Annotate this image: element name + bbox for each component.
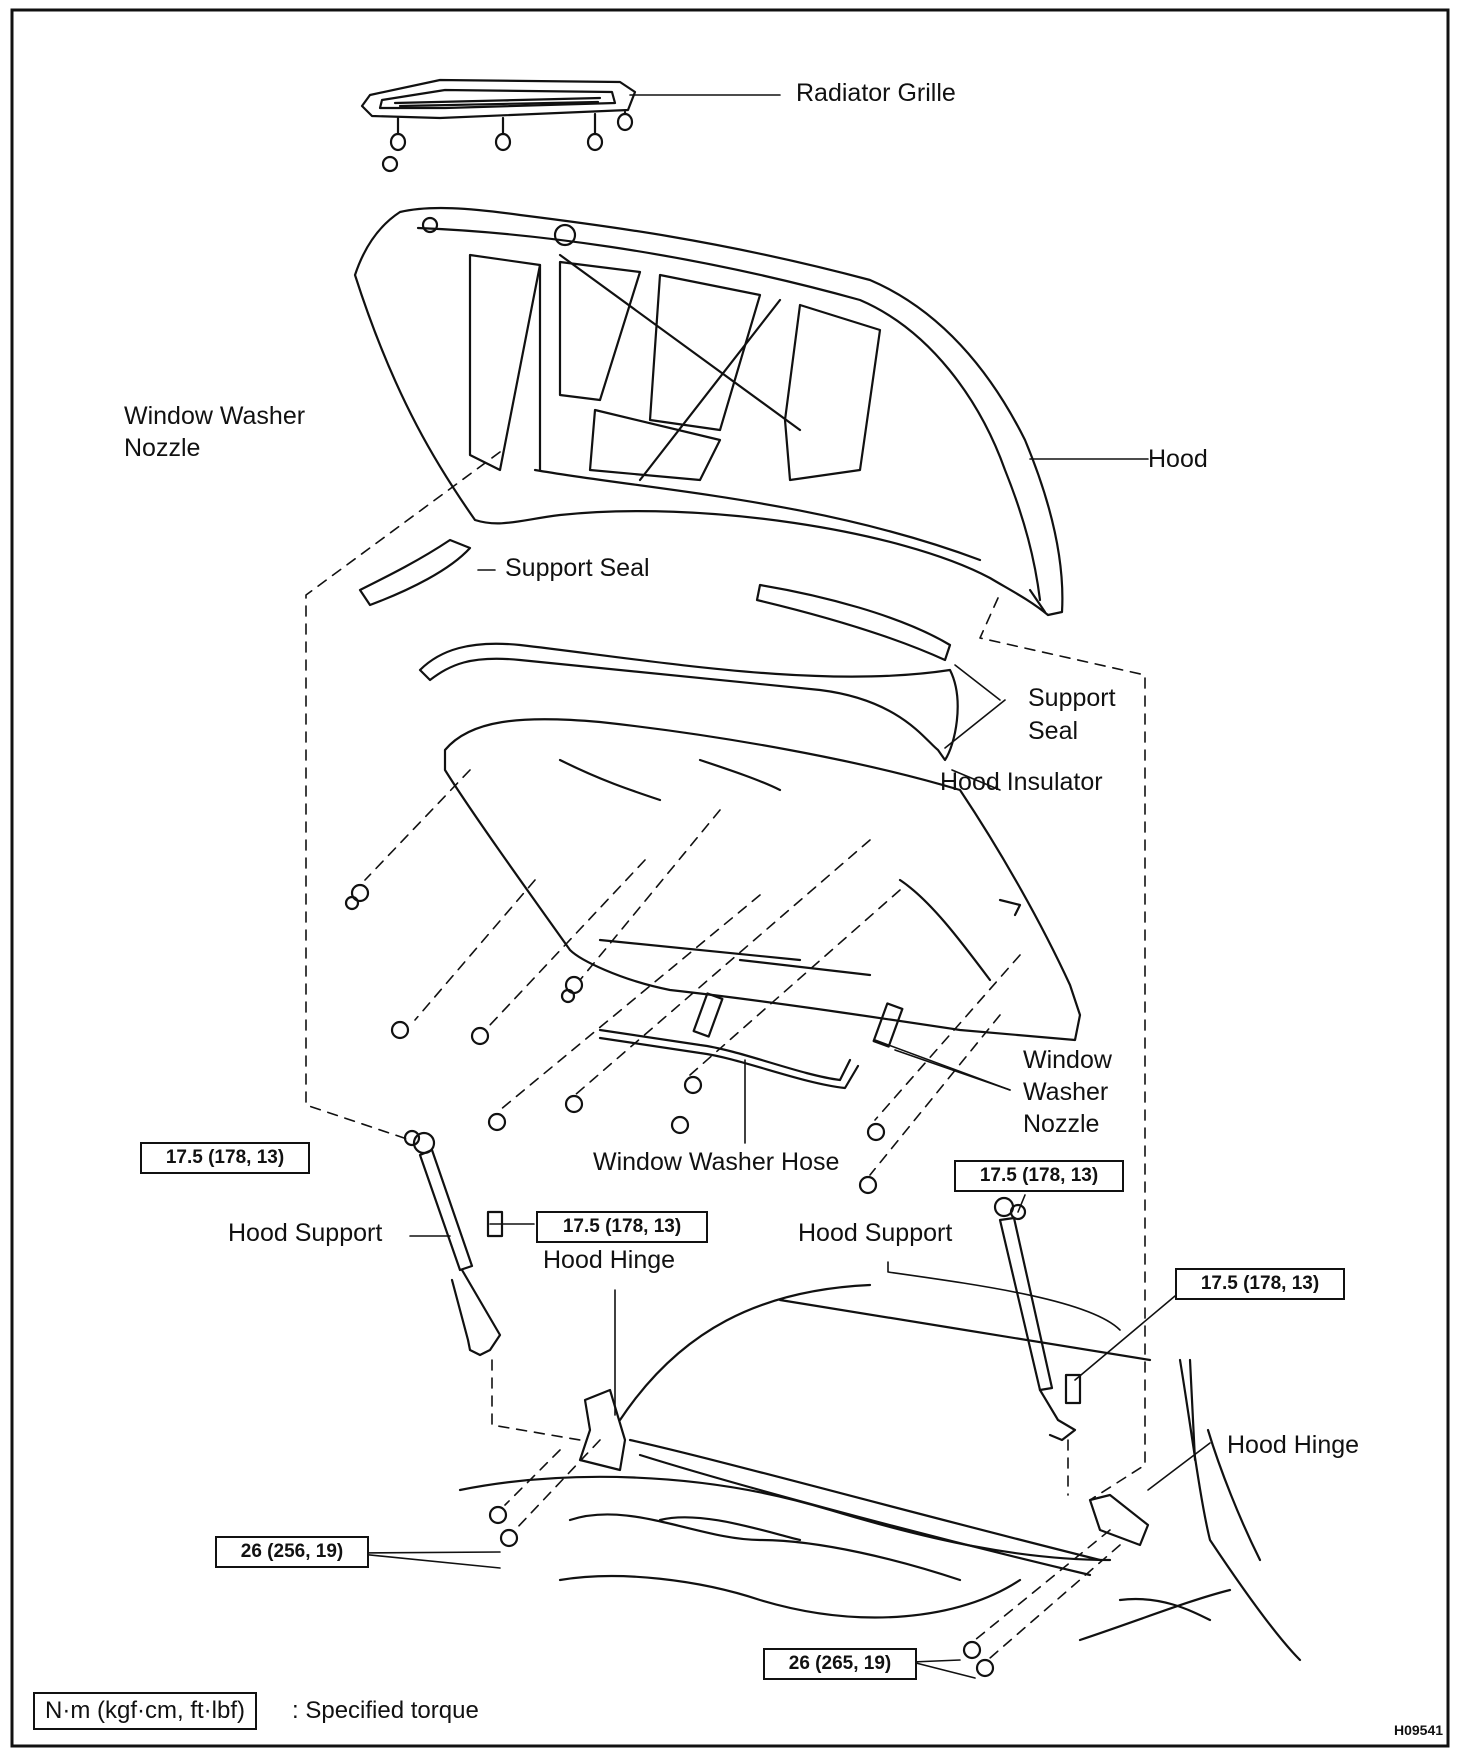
label-hood-support-right: Hood Support: [798, 1219, 953, 1247]
label-hood-hinge-right: Hood Hinge: [1227, 1431, 1360, 1459]
page-frame: [10, 8, 1450, 1748]
legend-description: : Specified torque: [292, 1697, 479, 1724]
label-hood-hinge-left: Hood Hinge: [543, 1246, 676, 1274]
window-washer-hose-part: [598, 992, 904, 1090]
label-window-washer-nozzle-top-line1: Window Washer: [124, 402, 306, 430]
hood-hinge-left-part: [488, 1388, 627, 1548]
label-window-washer-hose: Window Washer Hose: [593, 1148, 840, 1176]
label-window-washer-nozzle-top-line2: Nozzle: [124, 434, 201, 462]
label-window-washer-nozzle-right-line1: Window: [1023, 1046, 1112, 1074]
vehicle-body-outline: [458, 1283, 1302, 1662]
label-support-seal-right-line2: Seal: [1028, 717, 1079, 745]
label-hood-insulator: Hood Insulator: [940, 768, 1103, 796]
label-window-washer-nozzle-right-line3: Nozzle: [1023, 1110, 1100, 1138]
legend-torque-unit: N·m (kgf·cm, ft·lbf): [33, 1692, 257, 1730]
radiator-grille-part: [360, 78, 637, 173]
torque-hood-hinge-bolt-left: 17.5 (178, 13): [536, 1211, 708, 1243]
label-support-seal-right-line1: Support: [1028, 684, 1116, 712]
label-support-seal-top: Support Seal: [505, 554, 650, 582]
dashed-alignment-lines: [305, 451, 1146, 1659]
torque-hinge-bolts-left: 26 (256, 19): [215, 1536, 369, 1568]
hood-support-left-part: [403, 1129, 504, 1357]
torque-hinge-bolts-right: 26 (265, 19): [763, 1648, 917, 1680]
label-radiator-grille: Radiator Grille: [796, 79, 956, 107]
clip-fasteners: [344, 883, 886, 1195]
leader-lines: [349, 94, 1211, 1679]
hood-hinge-right-part: [962, 1493, 1150, 1678]
figure-code: H09541: [1394, 1722, 1444, 1738]
label-window-washer-nozzle-right-line2: Washer: [1023, 1078, 1109, 1106]
hood-support-right-part: [993, 1196, 1082, 1442]
hood-insulator-part: [443, 718, 1082, 1042]
hood-part: [353, 206, 1064, 617]
support-seal-part: [358, 538, 959, 762]
torque-hood-support-upper-right: 17.5 (178, 13): [954, 1160, 1124, 1192]
torque-hood-support-lower-right: 17.5 (178, 13): [1175, 1268, 1345, 1300]
label-hood-support-left: Hood Support: [228, 1219, 383, 1247]
torque-hood-support-upper-left: 17.5 (178, 13): [140, 1142, 310, 1174]
label-hood: Hood: [1148, 445, 1208, 473]
